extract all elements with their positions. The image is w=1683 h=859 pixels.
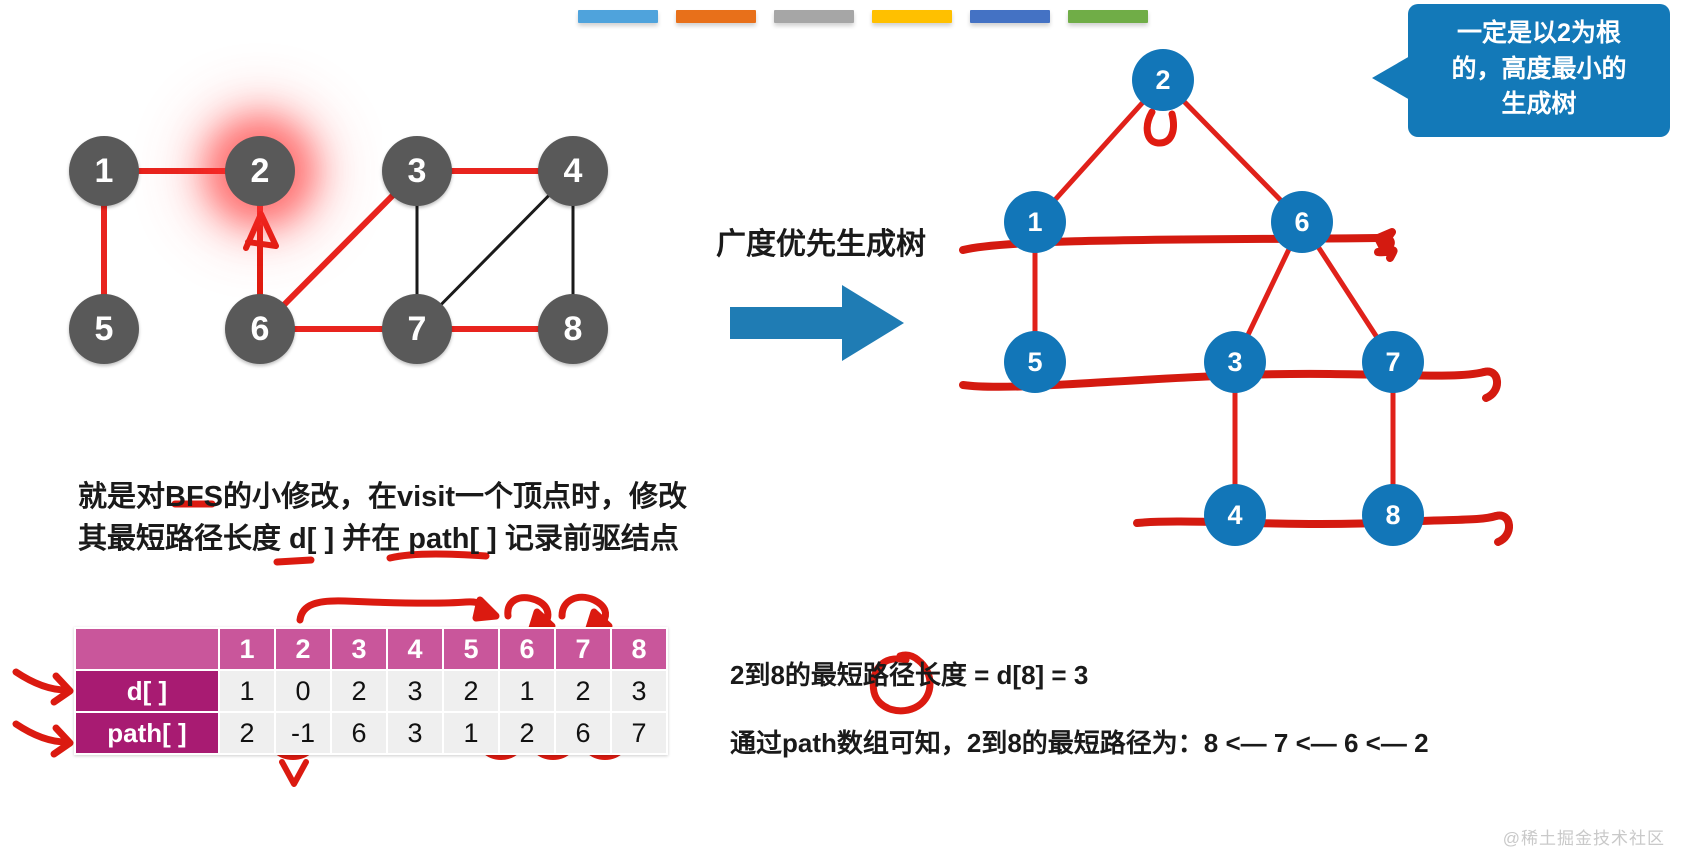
table-cell-path-8: 7 [610,711,668,755]
decorative-color-bars [578,10,1148,23]
transform-label: 广度优先生成树 [716,228,926,261]
conclusion-line-1: 2到8的最短路径长度 = d[8] = 3 [730,660,1089,690]
table-col-header-3: 3 [330,627,388,671]
graph-node-3[interactable]: 3 [382,136,452,206]
table-row-label-path: path[ ] [74,711,220,755]
table-cell-path-4: 3 [386,711,444,755]
tree-node-2[interactable]: 2 [1132,49,1194,111]
graph-node-4[interactable]: 4 [538,136,608,206]
tree-node-5[interactable]: 5 [1004,331,1066,393]
tree-node-4[interactable]: 4 [1204,484,1266,546]
table-col-header-5: 5 [442,627,500,671]
table-cell-path-5: 1 [442,711,500,755]
explanation-line-2: 其最短路径长度 d[ ] 并在 path[ ] 记录前驱结点 [78,523,679,555]
table-row-label-d: d[ ] [74,669,220,713]
graph-node-6[interactable]: 6 [225,294,295,364]
callout-line-2: 的，高度最小的 [1451,54,1627,83]
callout-bubble: 一定是以2为根 的，高度最小的 生成树 [1372,4,1670,137]
tree-node-8[interactable]: 8 [1362,484,1424,546]
table-cell-d-7: 2 [554,669,612,713]
left-graph-edges [101,168,575,332]
table-cell-d-3: 2 [330,669,388,713]
table-cell-path-7: 6 [554,711,612,755]
table-cell-d-2: 0 [274,669,332,713]
table-col-header-4: 4 [386,627,444,671]
tree-root-loop-annotation [1143,108,1177,147]
table-cell-path-6: 2 [498,711,556,755]
table-cell-path-3: 6 [330,711,388,755]
table-col-header-8: 8 [610,627,668,671]
tree-node-1[interactable]: 1 [1004,191,1066,253]
table-corner-cell [74,627,220,671]
table-col-header-2: 2 [274,627,332,671]
graph-node-2[interactable]: 2 [225,136,295,206]
tree-node-6[interactable]: 6 [1271,191,1333,253]
process-arrow-icon [730,285,904,361]
callout-line-1: 一定是以2为根 [1457,19,1621,47]
table-col-header-7: 7 [554,627,612,671]
table-cell-d-6: 1 [498,669,556,713]
color-bar-5 [970,10,1050,23]
color-bar-1 [578,10,658,23]
tree-node-3[interactable]: 3 [1204,331,1266,393]
table-cell-d-1: 1 [218,669,276,713]
tree-edges [1032,78,1396,515]
explanation-line-1: 就是对BFS的小修改，在visit一个顶点时，修改 [78,481,688,513]
color-bar-4 [872,10,952,23]
table-header-arrow-annotations [296,593,613,632]
color-bar-6 [1068,10,1148,23]
table-cell-d-8: 3 [610,669,668,713]
table-col-header-6: 6 [498,627,556,671]
row-label-pointer-annotations [12,668,74,758]
graph-node-5[interactable]: 5 [69,294,139,364]
table-cell-d-4: 3 [386,669,444,713]
watermark: @稀土掘金技术社区 [1502,829,1665,848]
red-arrow-to-node-2-annotation [243,211,279,303]
table-cell-d-5: 2 [442,669,500,713]
conclusion-line-2: 通过path数组可知，2到8的最短路径为：8 <— 7 <— 6 <— 2 [730,728,1429,758]
color-bar-3 [774,10,854,23]
callout-line-3: 生成树 [1501,90,1577,118]
tree-node-7[interactable]: 7 [1362,331,1424,393]
graph-node-7[interactable]: 7 [382,294,452,364]
graph-node-1[interactable]: 1 [69,136,139,206]
table-col-header-1: 1 [218,627,276,671]
callout-tail [1372,56,1410,100]
color-bar-2 [676,10,756,23]
table-cell-path-2: -1 [274,711,332,755]
graph-node-8[interactable]: 8 [538,294,608,364]
table-cell-path-1: 2 [218,711,276,755]
